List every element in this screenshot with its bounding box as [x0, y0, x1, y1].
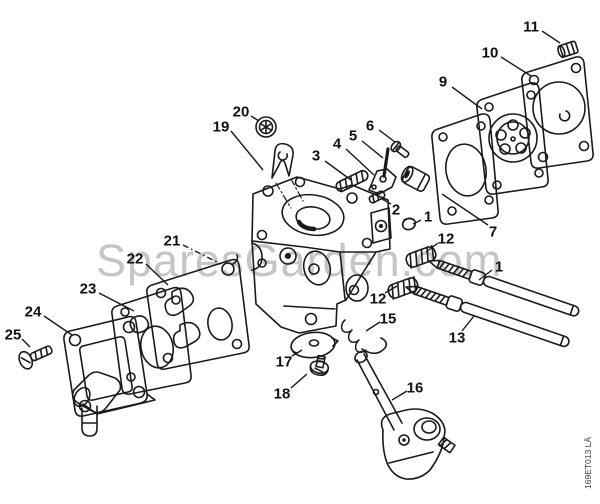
- callout-label-6: 6: [366, 118, 374, 135]
- callout-label-12: 12: [438, 231, 455, 248]
- callout-label-20: 20: [233, 104, 250, 121]
- leader-line: [378, 129, 396, 143]
- fuel-inlet-elbow: [71, 371, 122, 437]
- carburetor-body: [251, 176, 392, 334]
- leader-line: [145, 263, 169, 286]
- leader-line: [98, 292, 135, 312]
- callout-label-12: 12: [370, 291, 387, 308]
- leader-line: [43, 315, 73, 336]
- throttle-shaft-lever: [354, 350, 456, 480]
- throttle-shutter-disc: [290, 331, 339, 359]
- callout-label-22: 22: [127, 251, 144, 268]
- throttle-return-spring: [340, 319, 388, 355]
- metering-lever: [368, 168, 397, 195]
- callout-label-13: 13: [449, 330, 466, 347]
- leader-line: [365, 321, 381, 332]
- low-speed-adjustment-screw: [405, 285, 570, 348]
- leader-line: [291, 349, 303, 357]
- pump-cover-screw: [18, 345, 53, 370]
- leader-line: [391, 390, 408, 401]
- shutter-screw: [309, 354, 330, 376]
- metering-gasket: [431, 113, 499, 225]
- spline-screw: [255, 116, 277, 138]
- leader-line: [21, 338, 31, 348]
- fork-clip: [271, 142, 304, 209]
- metering-diaphragm: [476, 82, 549, 195]
- leader-line: [541, 30, 561, 44]
- callout-label-1: 1: [495, 259, 503, 276]
- figure-code: 169ET013 LÄ: [583, 437, 593, 489]
- metering-spring: [335, 169, 369, 193]
- valve-cap: [401, 217, 417, 231]
- pump-cover: [63, 315, 156, 437]
- pump-gasket: [111, 286, 192, 395]
- pump-diaphragm: [146, 254, 250, 370]
- valve-jet: [400, 165, 431, 192]
- leader-line: [412, 219, 422, 225]
- leader-line: [324, 160, 352, 181]
- pump-end-cover: [521, 56, 594, 169]
- leader-line: [478, 269, 493, 281]
- lever-pin: [382, 147, 390, 178]
- callout-label-7: 7: [489, 224, 497, 241]
- callout-label-1: 1: [424, 209, 432, 226]
- callout-label-5: 5: [349, 128, 357, 145]
- callout-label-16: 16: [407, 380, 424, 397]
- high-speed-spring: [405, 244, 437, 269]
- callout-label-15: 15: [380, 311, 397, 328]
- leader-line: [250, 115, 260, 122]
- callout-label-17: 17: [276, 354, 293, 371]
- leader-line: [441, 193, 489, 226]
- leader-line: [290, 373, 308, 389]
- callout-label-19: 19: [213, 119, 230, 136]
- leader-line: [182, 244, 222, 265]
- callout-label-25: 25: [5, 327, 22, 344]
- callout-label-9: 9: [439, 74, 447, 91]
- lever-screw: [390, 140, 410, 159]
- callout-label-21: 21: [164, 233, 181, 250]
- high-speed-adjustment-screw: [428, 259, 580, 317]
- callout-label-24: 24: [25, 304, 42, 321]
- leader-line: [384, 285, 398, 294]
- callout-label-3: 3: [312, 148, 320, 165]
- callout-label-18: 18: [274, 386, 291, 403]
- leader-line: [381, 198, 392, 205]
- callout-label-4: 4: [333, 136, 342, 153]
- leader-line: [500, 56, 532, 77]
- callout-label-11: 11: [523, 19, 539, 36]
- low-speed-spring: [387, 275, 419, 300]
- leader-line: [425, 242, 439, 253]
- leader-line: [345, 148, 375, 176]
- inlet-needle: [368, 190, 386, 204]
- callout-label-2: 2: [392, 202, 400, 219]
- cover-plug-screw: [557, 40, 579, 59]
- callout-label-23: 23: [80, 281, 97, 298]
- leader-line: [451, 86, 483, 110]
- leader-line: [461, 315, 475, 332]
- leader-line: [361, 140, 384, 159]
- callout-label-10: 10: [482, 45, 499, 62]
- leader-line: [230, 130, 264, 171]
